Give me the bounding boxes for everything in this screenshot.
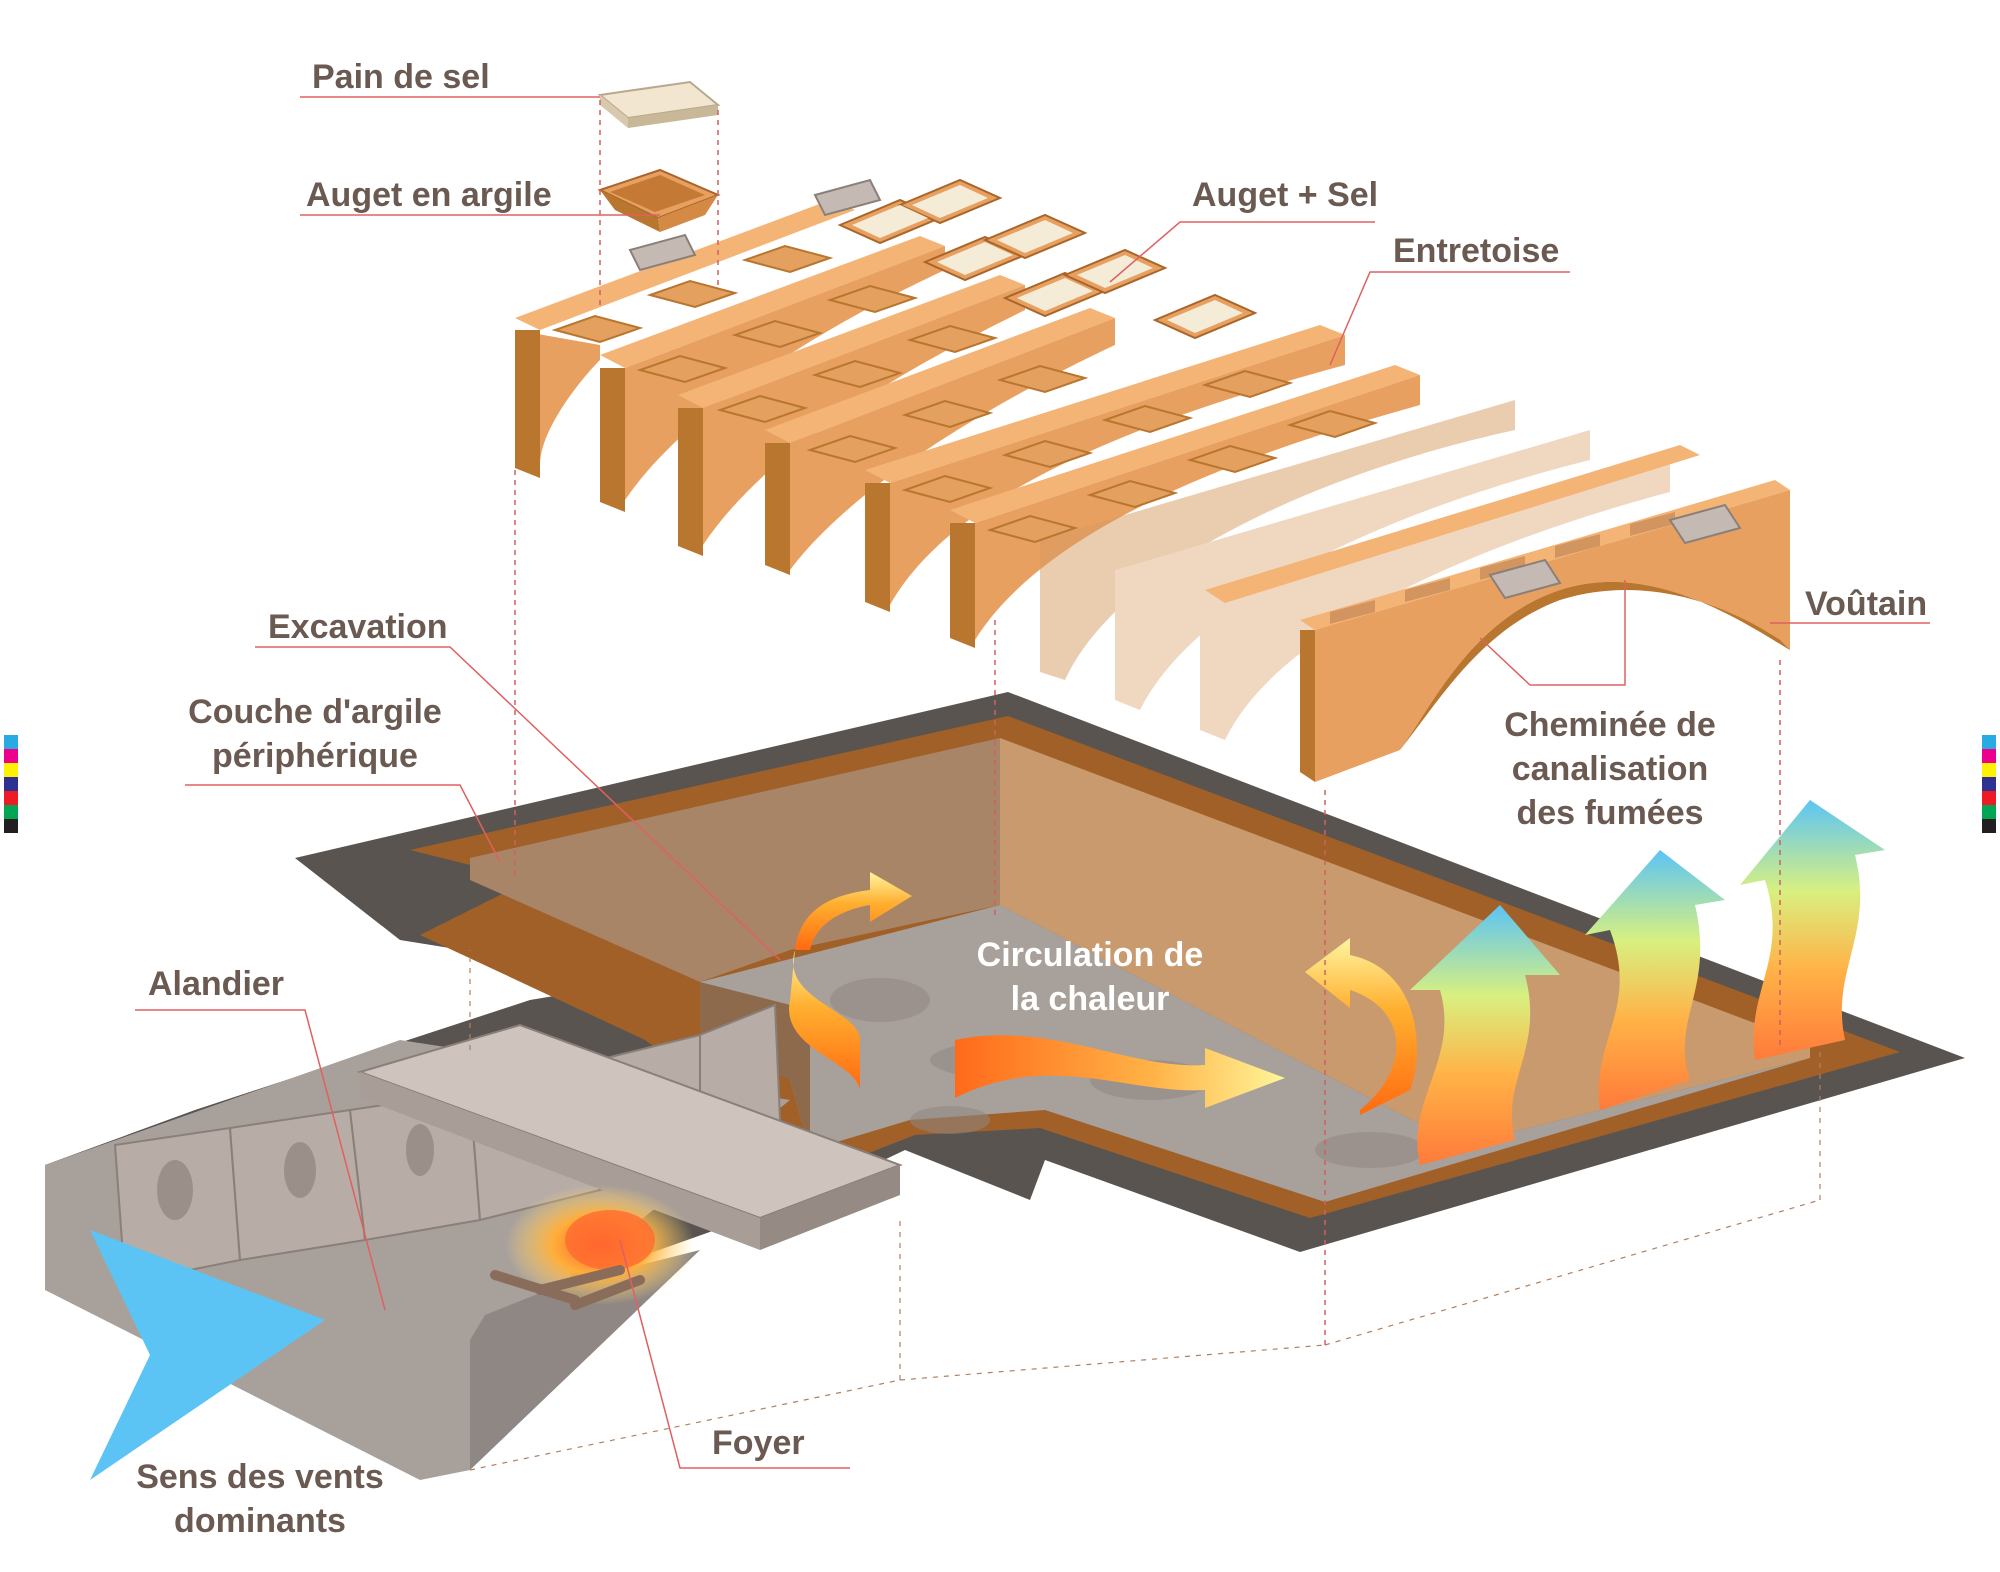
label-foyer: Foyer bbox=[712, 1424, 805, 1462]
label-auget-sel: Auget + Sel bbox=[1192, 176, 1379, 214]
label-pain-de-sel: Pain de sel bbox=[312, 58, 490, 96]
label-auget-argile: Auget en argile bbox=[306, 176, 552, 214]
wind-arrow-icon bbox=[90, 1230, 325, 1480]
heat-arrow-icon bbox=[789, 872, 1417, 1115]
arch-1 bbox=[515, 200, 855, 478]
auget-argile bbox=[597, 168, 721, 232]
pain-de-sel bbox=[597, 80, 721, 128]
label-couche-argile: Couche d'argile périphérique bbox=[188, 693, 442, 775]
label-alandier: Alandier bbox=[148, 965, 285, 1003]
label-entretoise: Entretoise bbox=[1393, 232, 1560, 270]
leader-lines bbox=[135, 96, 1930, 1469]
arch-5 bbox=[865, 325, 1345, 612]
augets-on-grate bbox=[837, 178, 1258, 340]
fire-icon bbox=[490, 1185, 695, 1310]
entretoises bbox=[551, 244, 1379, 544]
grate-structure bbox=[515, 178, 1790, 782]
voutain-arch bbox=[1205, 445, 1790, 782]
label-circulation: Circulation de la chaleur bbox=[976, 936, 1204, 1018]
label-vents: Sens des vents dominants bbox=[136, 1458, 384, 1540]
label-cheminee: Cheminée de canalisation des fumées bbox=[1504, 706, 1716, 832]
label-voutain: Voûtain bbox=[1805, 585, 1928, 623]
projection-lines bbox=[514, 100, 1781, 1345]
pit-floor bbox=[700, 905, 1810, 1202]
arch-6 bbox=[950, 365, 1420, 648]
label-excavation: Excavation bbox=[268, 608, 448, 646]
smoke-arrow-icon bbox=[1410, 800, 1885, 1165]
ghost-arches bbox=[1040, 400, 1670, 740]
registration-marks-right bbox=[1982, 735, 1996, 833]
pit-wall-left bbox=[470, 738, 1000, 982]
registration-marks-left bbox=[4, 735, 18, 833]
